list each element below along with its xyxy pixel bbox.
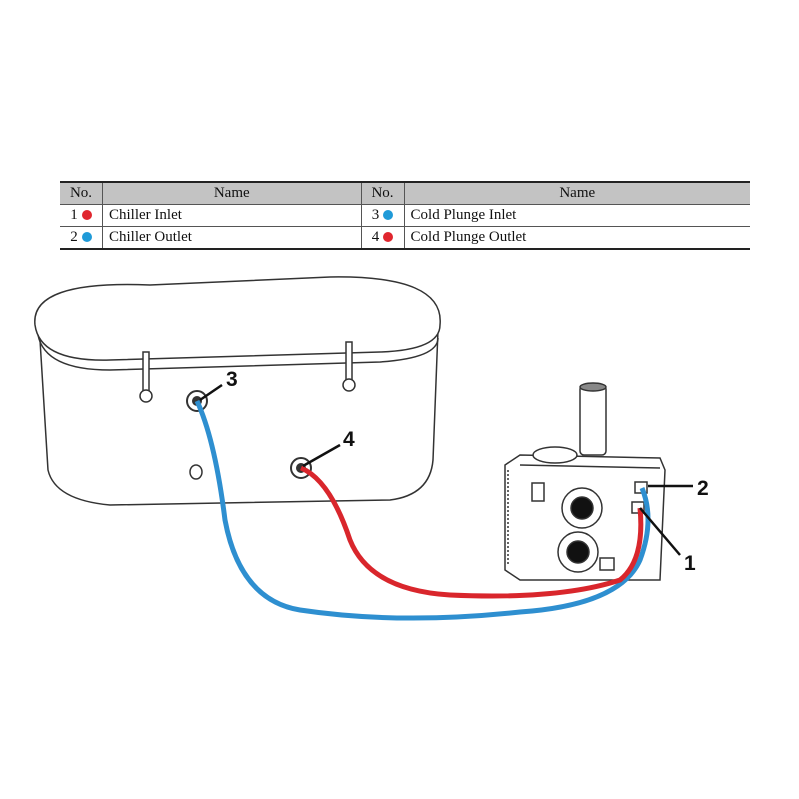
blue-dot-icon <box>383 210 394 220</box>
table-row: 1 Chiller Inlet 3 Cold Plunge Inlet <box>60 204 750 227</box>
port-number: 1 <box>60 204 103 227</box>
red-dot-icon <box>383 232 394 242</box>
header-name: Name <box>404 181 750 205</box>
header-no: No. <box>60 181 103 205</box>
port-name: Chiller Outlet <box>102 226 362 250</box>
port-number: 3 <box>361 204 405 227</box>
callout-3: 3 <box>226 368 238 391</box>
port-name: Cold Plunge Inlet <box>404 204 750 227</box>
port-legend-table: No. Name No. Name 1 Chiller Inlet 3 Cold… <box>60 181 750 250</box>
red-dot-icon <box>81 210 92 220</box>
cold-plunge-tub <box>34 276 441 506</box>
header-no: No. <box>361 181 405 205</box>
callout-lines <box>199 383 693 556</box>
port-name: Cold Plunge Outlet <box>404 226 750 250</box>
table-header-row: No. Name No. Name <box>60 181 750 205</box>
hot-hose <box>299 465 644 599</box>
blue-dot-icon <box>81 232 92 242</box>
port-name: Chiller Inlet <box>102 204 362 227</box>
port-number: 2 <box>60 226 103 250</box>
header-name: Name <box>102 181 362 205</box>
table-row: 2 Chiller Outlet 4 Cold Plunge Outlet <box>60 226 750 250</box>
chiller-unit <box>504 382 666 581</box>
port-number: 4 <box>361 226 405 250</box>
callout-1: 1 <box>684 552 696 575</box>
callout-4: 4 <box>343 428 355 451</box>
callout-2: 2 <box>697 477 709 500</box>
cold-hose <box>194 399 651 621</box>
